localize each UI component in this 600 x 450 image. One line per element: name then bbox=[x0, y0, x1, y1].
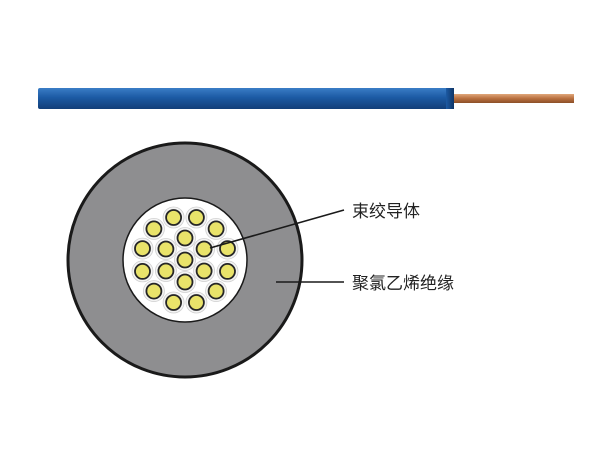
conductor-strand bbox=[219, 262, 236, 280]
conductor-strand bbox=[134, 240, 151, 258]
conductor-strand bbox=[145, 220, 163, 238]
conductor-strand bbox=[134, 262, 151, 280]
conductor-strand bbox=[157, 262, 175, 280]
conductor-strand bbox=[187, 209, 205, 226]
copper-conductor-exposed bbox=[448, 94, 574, 103]
conductor-strand bbox=[165, 294, 183, 311]
blue-insulation-sheath bbox=[38, 88, 452, 109]
conductor-strand bbox=[187, 294, 205, 311]
conductor-strands bbox=[131, 206, 239, 314]
conductor-strand bbox=[157, 240, 175, 258]
conductor-strand bbox=[176, 251, 194, 269]
conductor-strand bbox=[195, 262, 213, 280]
leader-line-conductor bbox=[209, 209, 345, 249]
wire-side-view bbox=[38, 88, 574, 109]
conductor-strand bbox=[207, 220, 225, 238]
conductor-strand bbox=[165, 209, 183, 226]
conductor-strand bbox=[145, 282, 163, 300]
sheath-end bbox=[446, 88, 454, 109]
conductor-strand bbox=[195, 240, 213, 258]
label-conductor: 束绞导体 bbox=[352, 202, 420, 222]
conductor-strand bbox=[176, 273, 194, 291]
conductor-strand bbox=[176, 229, 194, 247]
label-insulation: 聚氯乙烯绝缘 bbox=[352, 274, 454, 294]
cross-section bbox=[66, 141, 304, 379]
conductor-strand bbox=[207, 282, 225, 300]
